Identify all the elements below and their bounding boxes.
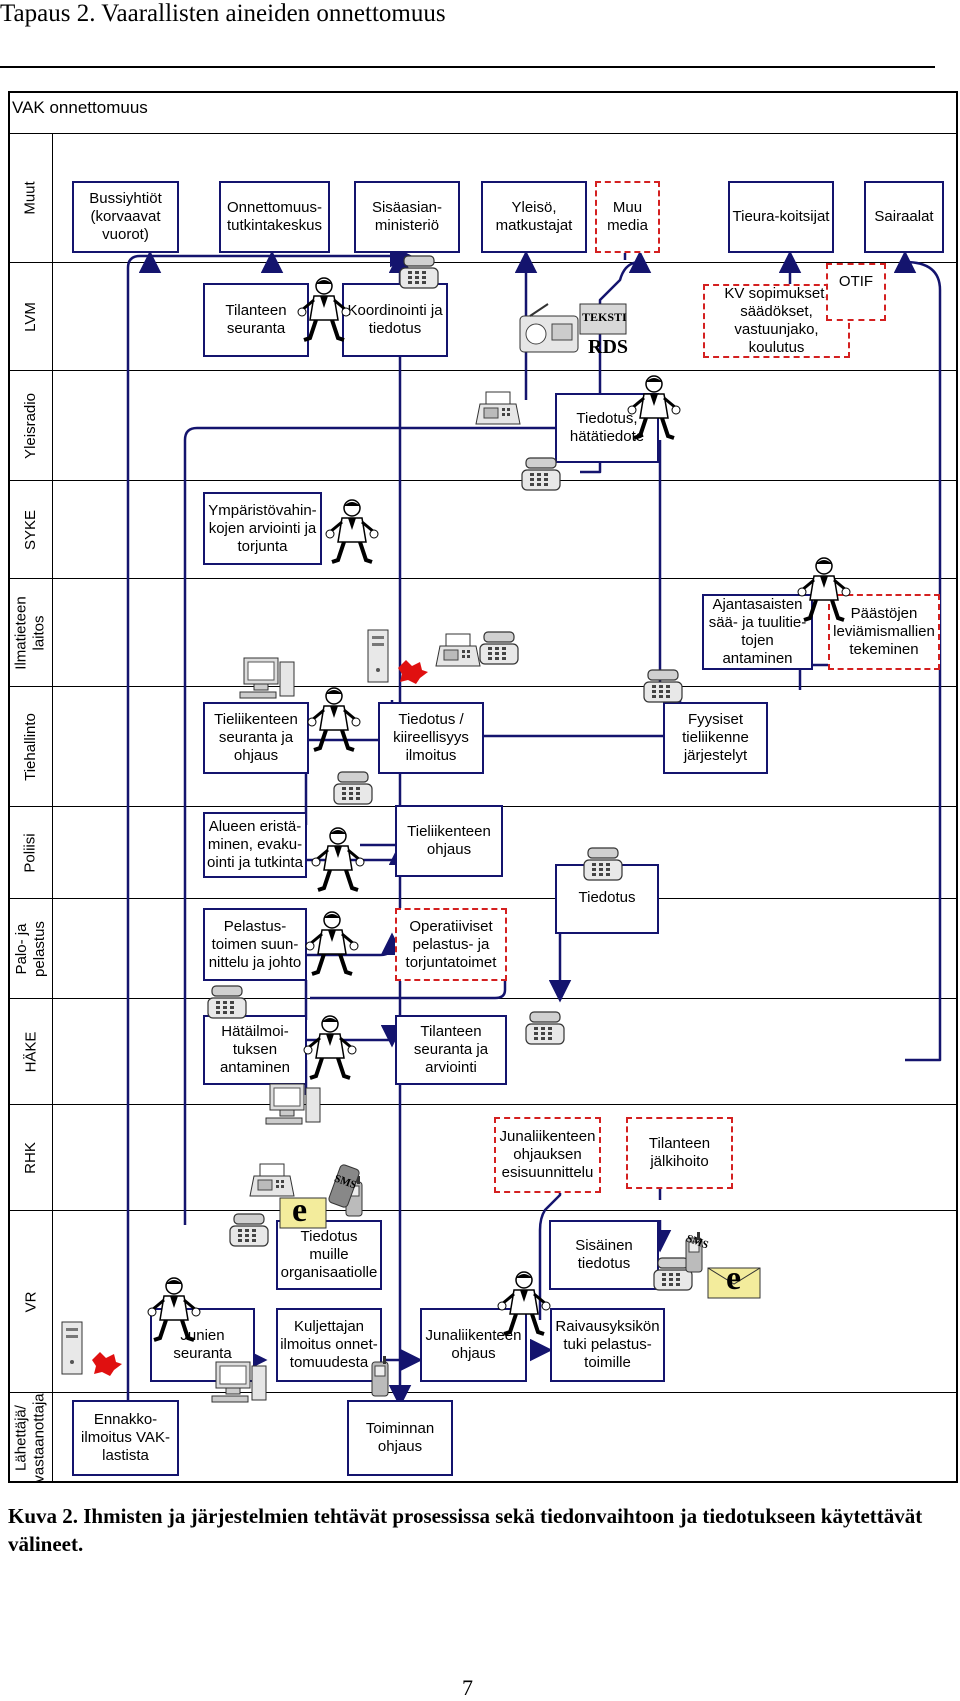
operator-person-icon [304, 910, 360, 976]
box-hatailmoituksen-antaminen: Hätäilmoi-tuksen antaminen [203, 1015, 307, 1085]
lane-separator [10, 686, 956, 687]
box-pelastustoimen-suunnittelu: Pelastus-toimen suun-nittelu ja johto [203, 908, 307, 981]
fax-icon [475, 391, 521, 425]
box-toiminnan-ohjaus: Toiminnan ohjaus [347, 1400, 453, 1476]
radio-icon [519, 303, 579, 353]
lane-separator [10, 898, 956, 899]
box-sisaasiainministerio: Sisäasian-ministeriö [354, 181, 460, 253]
box-fyysiset-tieliikennejarjestelyt: Fyysiset tieliikenne järjestelyt [663, 702, 768, 774]
box-kuljettajan-ilmoitus: Kuljettajan ilmoitus onnet-tomuudesta [276, 1308, 382, 1382]
box-kv-sopimukset: KV sopimukset, säädökset, vastuunjako, k… [703, 284, 850, 358]
email-icon-vr [707, 1267, 761, 1299]
teletext-icon [579, 303, 627, 335]
lane-separator [10, 262, 956, 263]
server-icon [61, 1321, 83, 1375]
lane-separator [10, 370, 956, 371]
lane-separator [10, 578, 956, 579]
telephone-icon [207, 985, 247, 1019]
box-sairaalat: Sairaalat [864, 181, 944, 253]
box-tieurakoitsijat: Tieura-koitsijat [728, 181, 834, 253]
box-paastojen-leviamismallien: Päästöjen leviämismallien tekeminen [828, 594, 940, 670]
title-rule [0, 66, 935, 68]
box-ajantasaisten-saatietojen: Ajantasaisten sää- ja tuulitie-tojen ant… [702, 594, 813, 670]
lane-separator [10, 133, 956, 134]
email-icon-rhk [279, 1197, 327, 1229]
box-tiedotus-muille-organisaatioille: Tiedotus muille organisaatiolle [276, 1220, 382, 1290]
lane-separator [10, 480, 956, 481]
lane-divider [52, 133, 53, 1482]
telephone-icon [229, 1213, 269, 1247]
page-title: Tapaus 2. Vaarallisten aineiden onnettom… [0, 0, 446, 27]
box-bussiyhtiot: Bussiyhtiöt (korvaavat vuorot) [72, 181, 179, 253]
telephone-icon [521, 457, 561, 491]
fax-icon [249, 1163, 295, 1197]
rds-label: RDS [588, 336, 629, 358]
mobile-phone-icon [371, 1355, 389, 1397]
page-number: 7 [462, 1675, 473, 1700]
server-icon [367, 629, 389, 683]
box-alueen-eristaminen: Alueen eristä-minen, evaku-ointi ja tutk… [203, 812, 307, 878]
operator-person-icon [626, 374, 682, 440]
email-label-rhk: e [292, 1192, 308, 1229]
box-tilanteen-jalkihoito: Tilanteen jälkihoito [626, 1117, 733, 1189]
box-koordinointi-ja-tiedotus: Koordinointi ja tiedotus [342, 283, 448, 357]
telephone-icon [643, 669, 683, 703]
box-operatiiviset-toimet: Operatiiviset pelastus- ja torjuntatoime… [395, 908, 507, 981]
operator-person-icon [302, 1014, 358, 1080]
box-ennakkoilmoitus-vak-lastista: Ennakko-ilmoitus VAK-lastista [72, 1400, 179, 1476]
telephone-icon [479, 631, 519, 665]
computer-icon [211, 1361, 267, 1403]
operator-person-icon [796, 556, 852, 622]
box-otif: OTIF [826, 263, 886, 321]
box-tilanteen-seuranta-ja-arviointi: Tilanteen seuranta ja arviointi [395, 1015, 507, 1085]
figure-caption: Kuva 2. Ihmisten ja järjestelmien tehtäv… [8, 1504, 923, 1556]
email-label-vr: e [726, 1260, 742, 1297]
operator-person-icon [146, 1276, 202, 1342]
operator-person-icon [324, 498, 380, 564]
operator-person-icon [306, 686, 362, 752]
lane-separator [10, 1104, 956, 1105]
lane-separator [10, 1392, 956, 1393]
box-muu-media: Muu media [595, 181, 660, 253]
box-tiedotus-kiireellisyys: Tiedotus / kiireellisyys ilmoitus [378, 702, 484, 774]
box-junaliikenteen-esisuunnittelu: Junaliikenteen ohjauksen esisuunnittelu [494, 1117, 601, 1193]
diagram-heading: VAK onnettomuus [12, 98, 148, 117]
alarm-burst-icon [398, 660, 428, 684]
box-sisainen-tiedotus: Sisäinen tiedotus [549, 1220, 659, 1290]
telephone-icon [333, 771, 373, 805]
telephone-icon [583, 847, 623, 881]
box-raivausyksikon-tuki: Raivausyksikön tuki pelastus-toimille [550, 1308, 665, 1382]
box-tieliikenteen-ohjaus: Tieliikenteen ohjaus [395, 805, 503, 877]
operator-person-icon [496, 1270, 552, 1336]
diagram-frame [8, 91, 958, 1483]
computer-icon [265, 1083, 321, 1125]
teletext-label: TEKSTI [582, 310, 627, 324]
fax-icon [435, 633, 481, 667]
operator-person-icon [310, 826, 366, 892]
telephone-icon [525, 1011, 565, 1045]
sms-icon-rhk [328, 1164, 360, 1208]
telephone-icon [399, 255, 439, 289]
alarm-burst-icon [92, 1352, 122, 1376]
box-ymparistovahinkojen-arviointi: Ympäristövahin-kojen arviointi ja torjun… [203, 492, 322, 565]
box-onnettomuustutkintakeskus: Onnettomuus-tutkintakeskus [219, 181, 330, 253]
box-junaliikenteen-ohjaus: Junaliikenteen ohjaus [420, 1308, 527, 1382]
computer-icon [239, 657, 295, 699]
operator-person-icon [296, 276, 352, 342]
box-yleiso-matkustajat: Yleisö, matkustajat [481, 181, 587, 253]
box-tieliikenteen-seuranta-ja-ohjaus: Tieliikenteen seuranta ja ohjaus [203, 702, 309, 774]
lane-separator [10, 1210, 956, 1211]
box-tilanteen-seuranta-lvm: Tilanteen seuranta [203, 283, 309, 357]
